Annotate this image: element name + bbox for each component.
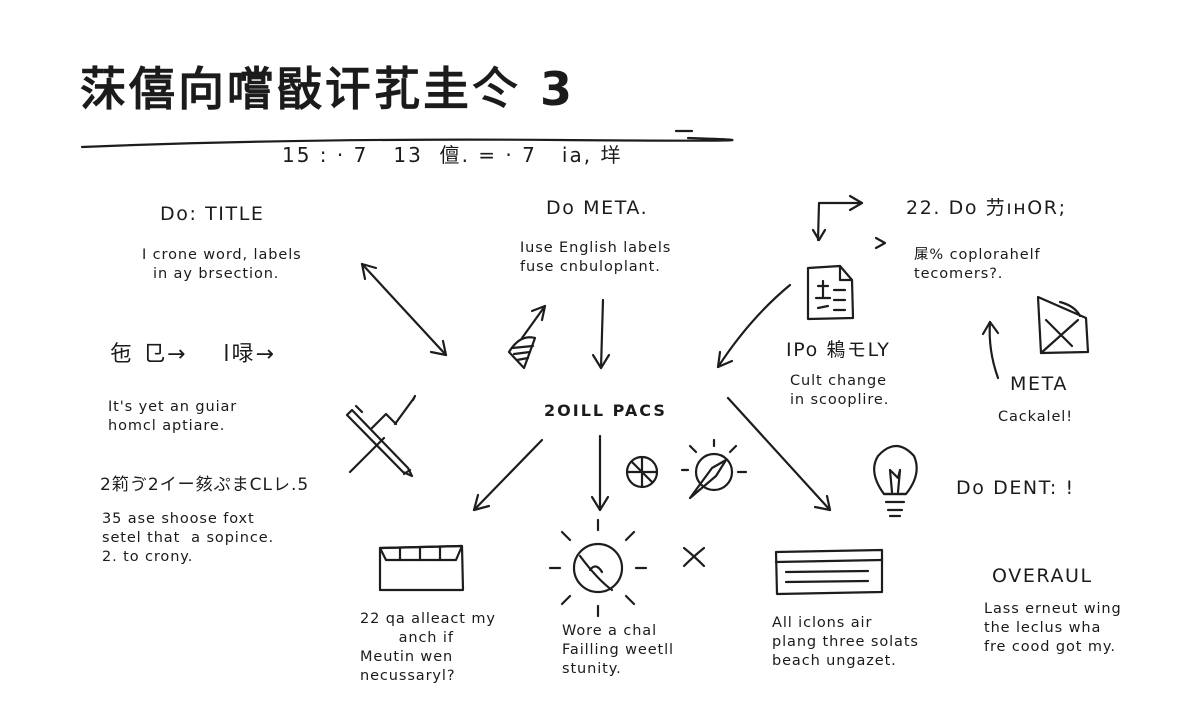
node-box-22-text: 22 qa alleact my anch if Meutin wen necu… <box>360 611 496 685</box>
node-do-meta-text: Iuse English labels fuse cnbuloplant. <box>520 240 672 276</box>
node-overaul-heading: OVERAUL <box>992 565 1093 587</box>
sparkle-icon <box>682 546 706 568</box>
title-underline <box>80 136 734 149</box>
arrow-cone <box>520 304 547 340</box>
open-box-icon <box>378 544 465 592</box>
node-do-dent-heading: Do DENT: ! <box>956 477 1075 499</box>
cone-icon <box>507 336 537 370</box>
glyph-row-text: 㐌 㔾→ ⅼ㖨→ <box>110 342 276 367</box>
node-ipo-heading: IPo 鴸モLY <box>786 339 891 361</box>
arrow-elbow <box>816 201 864 242</box>
page-title: 莯僖向嚐敯讦芤圭仒 3 <box>80 62 576 116</box>
node-icons-air-text: All iclons air plang three solats beach … <box>772 615 919 670</box>
arrow-center-left <box>472 438 544 512</box>
arrow-meta-center <box>599 298 605 370</box>
node-do-22-heading: 22. Do 芀ıʜOR; <box>906 197 1067 219</box>
page-subtitle: 15 : · 7 13 儃. = · 7 ia, 垟 <box>282 143 623 167</box>
small-chevron <box>874 236 887 250</box>
document-icon <box>806 264 855 321</box>
arrow-center-right <box>726 396 832 512</box>
arrow-title-center <box>360 262 448 357</box>
sun-icon <box>548 518 648 618</box>
node-overaul-text: Lass erneut wing the leclus wha fre cood… <box>984 601 1122 656</box>
node-guiar-text: It's yet an guiar homcl aptiare. <box>108 399 238 435</box>
pencil-icon <box>345 394 417 478</box>
arrow-doc-center <box>716 283 792 369</box>
node-cjk-25-text: 35 ase shoose foxt setel that a sopince.… <box>102 511 275 566</box>
node-meta-right-heading: META <box>1010 373 1068 395</box>
disc-icon <box>625 455 659 489</box>
arrow-meta-up <box>988 320 1000 380</box>
node-wore-text: Wore a chal Failling weetll stunity. <box>562 623 674 678</box>
node-meta-right-text: Cackalel! <box>998 409 1073 425</box>
node-do-22-text: 㞖% coplorahelf tecomers?. <box>914 247 1041 283</box>
lightbulb-icon <box>873 444 918 518</box>
node-do-title-text: I crone word, labels in ay brsection. <box>142 247 302 283</box>
compass-icon <box>680 438 748 500</box>
node-cjk-25-heading: 2筣ゔ2イー㚊ぷまCLレ.5 <box>100 475 310 495</box>
node-ipo-text: Cult change in scooplire. <box>790 373 890 409</box>
node-do-title-heading: Do: TITLE <box>160 203 265 225</box>
center-label: 2OILL PACS <box>544 401 667 420</box>
crossed-box-icon <box>1036 295 1090 355</box>
node-do-meta-heading: Do META. <box>546 197 649 219</box>
window-icon <box>774 548 884 596</box>
